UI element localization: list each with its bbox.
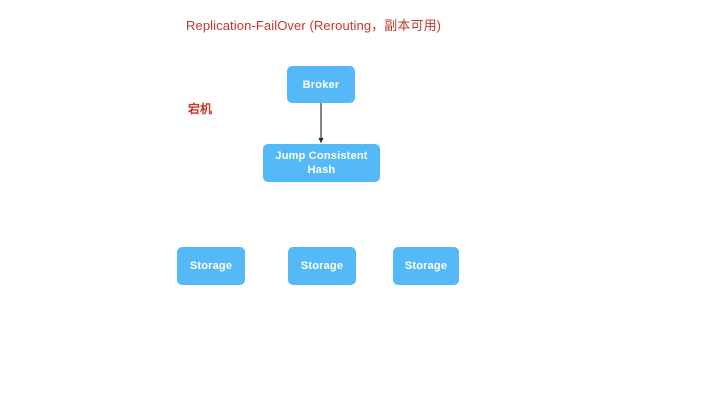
node-storage-2[interactable]: Storage (288, 247, 356, 285)
node-jump-consistent-hash[interactable]: Jump Consistent Hash (263, 144, 380, 182)
node-storage-3[interactable]: Storage (393, 247, 459, 285)
node-broker[interactable]: Broker (287, 66, 355, 103)
annotation-failure-label: 宕机 (188, 102, 213, 116)
node-storage-2-label: Storage (300, 260, 344, 272)
node-jump-hash-line1: Jump Consistent (275, 150, 368, 162)
node-storage-1[interactable]: Storage (177, 247, 245, 285)
node-jump-consistent-hash-label: Jump Consistent Hash (275, 149, 367, 177)
node-jump-hash-line2: Hash (307, 164, 336, 176)
node-broker-label: Broker (302, 78, 340, 91)
diagram-title: Replication-FailOver (Rerouting，副本可用) (186, 18, 442, 33)
node-storage-3-label: Storage (404, 260, 448, 272)
node-storage-1-label: Storage (189, 260, 233, 272)
